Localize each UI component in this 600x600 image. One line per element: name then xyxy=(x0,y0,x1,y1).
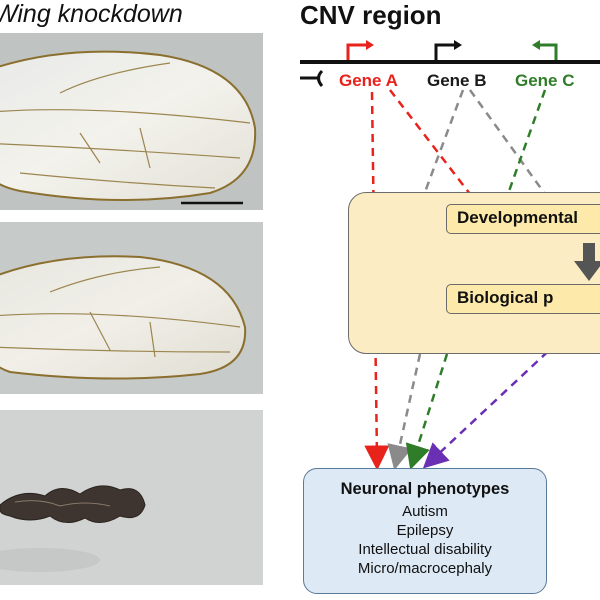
developmental-label: Developmental xyxy=(446,204,600,234)
panel-title: Wing knockdown xyxy=(0,0,183,28)
promoter-arrow-c xyxy=(538,43,558,60)
phenotypes-box: Neuronal phenotypes Autism Epilepsy Inte… xyxy=(303,468,547,594)
wing-photo-1 xyxy=(0,33,263,210)
promoter-arrow-b xyxy=(434,43,456,60)
dash-a-to-box xyxy=(389,89,471,195)
phenotype-item: Autism xyxy=(402,503,448,520)
cnv-title: CNV region xyxy=(300,0,442,30)
phenotypes-title: Neuronal phenotypes xyxy=(340,480,510,498)
promoter-arrow-a xyxy=(346,43,368,60)
down-arrow-icon xyxy=(574,243,600,281)
dash-c-to-box xyxy=(506,89,547,195)
dash-process-to-phenotypes xyxy=(422,341,559,469)
phenotype-item: Micro/macrocephaly xyxy=(357,560,493,577)
wing-photo-2 xyxy=(0,222,263,394)
gene-c-label: Gene C xyxy=(515,71,575,90)
dash-b-down xyxy=(423,89,465,193)
phenotype-item: Intellectual disability xyxy=(358,541,492,558)
dash-c-to-phenotypes xyxy=(405,353,449,470)
wing-photo-3 xyxy=(0,410,263,585)
gene-a-label: Gene A xyxy=(339,71,398,90)
dash-b-to-phenotypes xyxy=(387,353,422,471)
biological-label: Biological p xyxy=(446,284,600,314)
chromosome-break xyxy=(317,69,324,87)
dash-b-to-box xyxy=(468,89,547,195)
phenotype-item: Epilepsy xyxy=(396,522,454,539)
gene-b-label: Gene B xyxy=(427,71,487,90)
